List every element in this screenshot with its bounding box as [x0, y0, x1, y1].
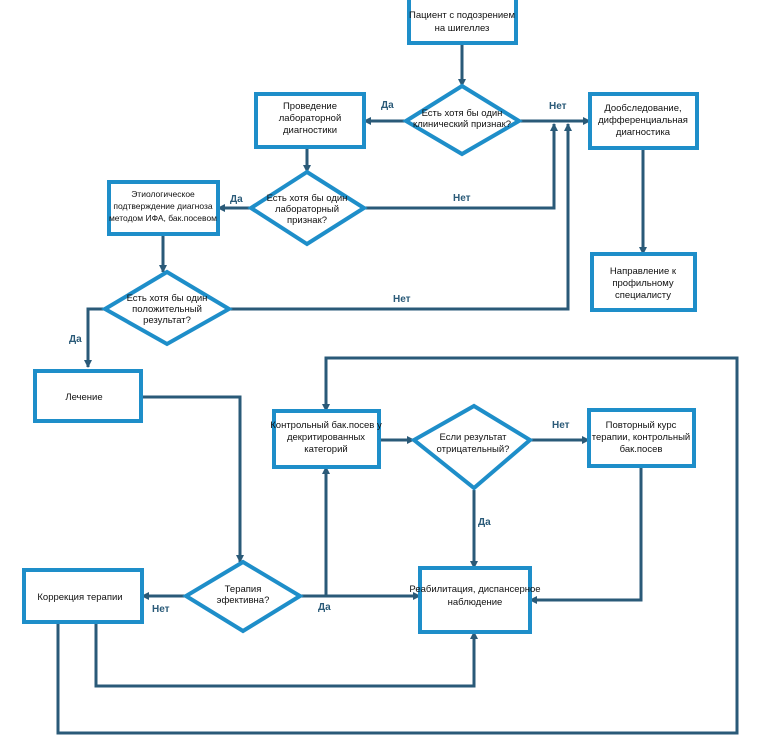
svg-text:Лечение: Лечение [65, 392, 102, 403]
edge-positive-yes-to-treatment [84, 307, 105, 368]
node-therapy-correction: Коррекция терапии [22, 568, 144, 624]
edge-repeat-to-rehab [529, 466, 643, 604]
edge-correction-loop-to-control [56, 356, 739, 735]
label-yes-negative: Да [478, 517, 491, 528]
label-yes-clinical: Да [381, 100, 394, 111]
svg-text:Коррекция терапии: Коррекция терапии [37, 592, 122, 603]
label-no-lab: Нет [453, 193, 471, 204]
label-no-effective: Нет [152, 604, 170, 615]
edge-treatment-to-effective [141, 395, 244, 563]
label-no-positive: Нет [393, 294, 411, 305]
label-no-negative: Нет [552, 420, 570, 431]
label-yes-effective: Да [318, 602, 331, 613]
label-yes-positive: Да [69, 334, 82, 345]
label-no-clinical: Нет [549, 101, 567, 112]
label-yes-lab: Да [230, 194, 243, 205]
edge-labsign-no [364, 123, 558, 210]
svg-text:Дообследование,дифференциальна: Дообследование,дифференциальнаядиагности… [598, 103, 688, 138]
node-treatment: Лечение [33, 369, 143, 423]
edge-positive-no [229, 123, 572, 311]
edge-correction-to-rehab [94, 622, 478, 688]
